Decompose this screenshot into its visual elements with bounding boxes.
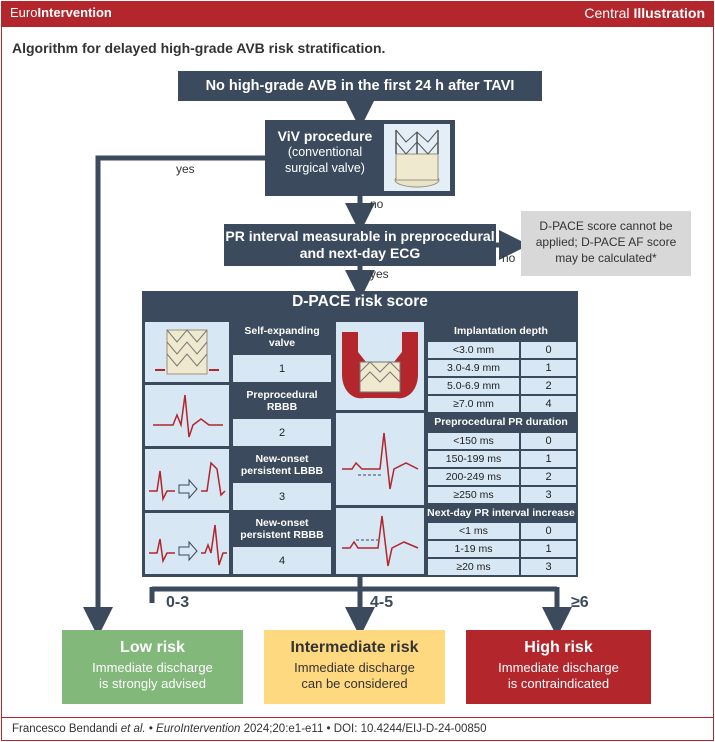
group-row-points: 2 — [521, 469, 576, 486]
journal-name: EuroIntervention — [10, 5, 112, 20]
group-title: Preprocedural PR duration — [434, 416, 568, 428]
group-row-range: 1-19 ms — [428, 541, 519, 558]
footer-divider — [1, 717, 714, 718]
score-range-high: ≥6 — [571, 594, 589, 611]
implantation-depth-icon — [336, 322, 424, 410]
group-row-points: 1 — [521, 451, 576, 468]
group-row-points: 3 — [521, 559, 576, 576]
group-row-points: 1 — [521, 541, 576, 558]
group-row-range: 5.0-6.9 mm — [428, 378, 519, 395]
group-row-points: 1 — [521, 360, 576, 377]
pr-measurable-box: PR interval measurable in preprocedural … — [224, 224, 496, 266]
group-row-range: ≥7.0 mm — [428, 396, 519, 413]
outcome-title: High risk — [524, 639, 593, 656]
dpace-title: D-PACE risk score — [292, 293, 428, 310]
outcome-title: Low risk — [120, 639, 185, 656]
group-row-points: 3 — [521, 487, 576, 504]
intermediate-risk-box: Intermediate risk Immediate discharge ca… — [264, 630, 445, 704]
low-risk-box: Low risk Immediate discharge is strongly… — [62, 630, 243, 704]
new-rbbb-ecg-icon — [145, 513, 229, 574]
outcome-line: is strongly advised — [99, 676, 206, 691]
group-row-points: 0 — [521, 523, 576, 540]
left-item-label: New-onset persistent LBBB — [240, 452, 324, 477]
left-item-label: New-onset persistent RBBB — [240, 516, 324, 541]
score-range-low: 0-3 — [166, 594, 190, 611]
group-row-range: 3.0-4.9 mm — [428, 360, 519, 377]
yes-label-pr: yes — [370, 267, 389, 281]
no-label-viv: no — [370, 197, 384, 211]
score-range-mid: 4-5 — [370, 594, 394, 611]
pr-increase-ecg-icon — [336, 508, 424, 574]
surgical-valve-icon — [384, 124, 450, 191]
high-risk-box: High risk Immediate discharge is contrai… — [466, 630, 651, 704]
no-label-pr: no — [502, 251, 516, 265]
group-row-range: <1 ms — [428, 523, 519, 540]
group-row-range: 200-249 ms — [428, 469, 519, 486]
group-row-range: ≥20 ms — [428, 559, 519, 576]
left-item-points: 1 — [233, 355, 331, 382]
group-row-points: 0 — [521, 433, 576, 450]
outcome-line: Immediate discharge — [294, 660, 415, 675]
group-row-range: ≥250 ms — [428, 487, 519, 504]
group-row-points: 0 — [521, 342, 576, 359]
outcome-line: Immediate discharge — [92, 660, 213, 675]
group-row-range: <150 ms — [428, 433, 519, 450]
viv-subtitle: (conventional surgical valve) — [285, 145, 365, 175]
group-row-range: 150-199 ms — [428, 451, 519, 468]
left-item-label: Preprocedural RBBB — [246, 388, 318, 413]
group-title: Implantation depth — [454, 325, 548, 337]
rbbb-ecg-icon — [145, 385, 229, 446]
central-illustration-label: Central Illustration — [584, 5, 705, 21]
yes-label-viv: yes — [176, 162, 195, 176]
outcome-line: Immediate discharge — [498, 660, 619, 675]
outcome-line: is contraindicated — [507, 676, 610, 691]
left-item-points: 4 — [233, 547, 331, 574]
left-item-points: 2 — [233, 419, 331, 446]
figure-subtitle: Algorithm for delayed high-grade AVB ris… — [12, 40, 386, 56]
group-row-points: 2 — [521, 378, 576, 395]
lbbb-ecg-icon — [145, 449, 229, 510]
viv-title: ViV procedure — [277, 128, 373, 144]
score-not-applicable-box: D-PACE score cannot be applied; D-PACE A… — [521, 211, 691, 276]
citation: Francesco Bendandi et al. • EuroInterven… — [12, 723, 487, 735]
self-expanding-valve-icon — [145, 322, 229, 382]
outcome-title: Intermediate risk — [290, 639, 419, 656]
left-item-points: 3 — [233, 483, 331, 510]
group-row-points: 4 — [521, 396, 576, 413]
header-bar — [1, 1, 714, 27]
pr-duration-ecg-icon — [336, 413, 424, 505]
viv-box-text: ViV procedure (conventional surgical val… — [267, 128, 383, 176]
group-title: Next-day PR interval increase — [427, 507, 575, 519]
group-row-range: <3.0 mm — [428, 342, 519, 359]
left-item-label: Self-expanding valve — [244, 325, 320, 349]
outcome-line: can be considered — [301, 676, 408, 691]
start-box: No high-grade AVB in the first 24 h afte… — [178, 71, 542, 101]
